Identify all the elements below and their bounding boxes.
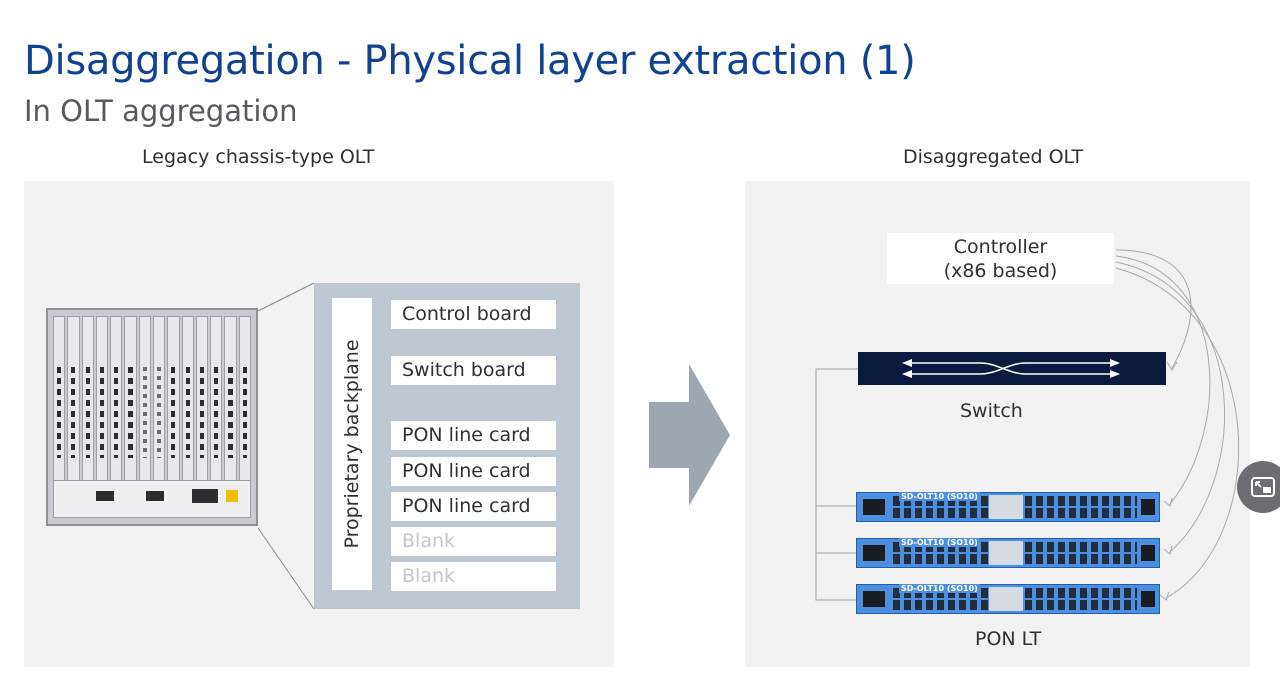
pon-lt-label: PON LT <box>975 628 1042 650</box>
controller-link-pon-2 <box>1115 261 1226 553</box>
controller-link-switch <box>1115 249 1192 369</box>
controller-line-1: Controller <box>953 236 1048 258</box>
legacy-chassis-image <box>46 308 258 526</box>
slide-subtitle: In OLT aggregation <box>24 94 298 128</box>
board-pon-3: PON line card <box>391 492 556 521</box>
zoom-line-bottom <box>257 527 315 610</box>
pon-lt-device-2: SD-OLT10 (SO10) <box>856 538 1160 568</box>
board-pon-2: PON line card <box>391 457 556 486</box>
board-blank-1: Blank <box>391 527 556 556</box>
pon-device-2-name: SD-OLT10 (SO10) <box>899 538 980 547</box>
backplane-label: Proprietary backplane <box>341 339 363 549</box>
legacy-olt-label: Legacy chassis-type OLT <box>142 146 375 168</box>
arrow-right-icon <box>649 364 730 506</box>
pon-device-3-name: SD-OLT10 (SO10) <box>899 584 980 593</box>
zoom-line-top <box>257 282 315 312</box>
slide-title: Disaggregation - Physical layer extracti… <box>24 38 916 84</box>
pon-device-1-name: SD-OLT10 (SO10) <box>899 492 980 501</box>
board-pon-1: PON line card <box>391 421 556 450</box>
board-blank-2: Blank <box>391 562 556 591</box>
picture-in-picture-button[interactable] <box>1237 461 1280 513</box>
controller-link-pon-1 <box>1115 255 1211 505</box>
pon-lt-device-3: SD-OLT10 (SO10) <box>856 584 1160 614</box>
board-switch: Switch board <box>391 356 556 385</box>
picture-in-picture-icon <box>1251 477 1275 497</box>
switch-bus-line <box>815 368 858 601</box>
switch-crossing-icon <box>902 359 1120 378</box>
controller-box: Controller (x86 based) <box>887 233 1114 284</box>
switch-label: Switch <box>960 400 1023 422</box>
switch-device <box>858 352 1166 385</box>
disaggregated-olt-label: Disaggregated OLT <box>903 146 1084 168</box>
board-control: Control board <box>391 300 556 329</box>
pon-lt-device-1: SD-OLT10 (SO10) <box>856 492 1160 522</box>
controller-link-pon-3 <box>1115 267 1240 599</box>
backplane-strip <box>332 298 372 590</box>
controller-line-2: (x86 based) <box>943 260 1058 282</box>
